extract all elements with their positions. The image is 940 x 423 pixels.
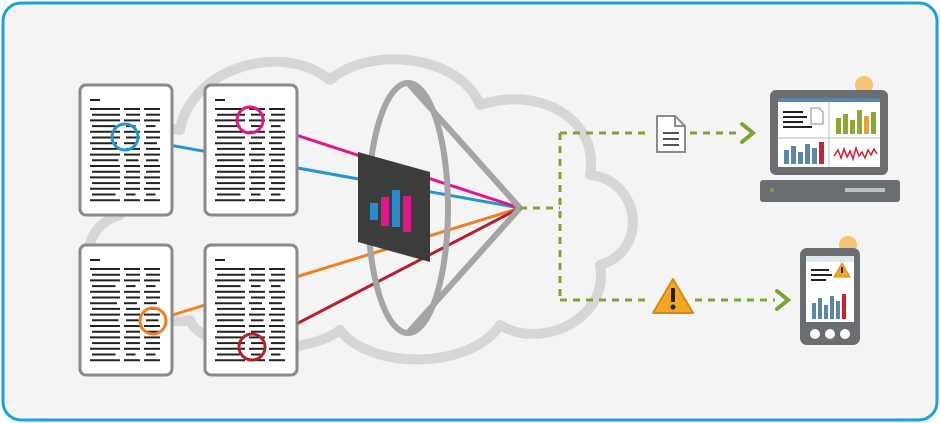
document-bottom-right	[203, 243, 299, 377]
link-node-red	[237, 332, 267, 362]
chevron-right-icon	[740, 122, 792, 311]
document-top-right	[203, 83, 299, 217]
document-bottom-left	[78, 243, 174, 377]
link-node-orange	[138, 306, 168, 336]
link-node-blue	[110, 122, 140, 152]
chart-bar	[381, 197, 389, 226]
link-node-magenta	[235, 105, 265, 135]
link-line-blue	[124, 135, 521, 210]
document-icon	[656, 115, 686, 153]
chart-bar	[370, 203, 378, 220]
chart-bar	[403, 196, 411, 232]
desktop-computer-icon	[760, 76, 900, 202]
chart-panel	[358, 152, 430, 262]
mobile-phone-icon	[800, 236, 860, 345]
output-paths	[520, 131, 775, 302]
chart-bar	[392, 190, 400, 227]
warning-icon	[652, 278, 694, 314]
